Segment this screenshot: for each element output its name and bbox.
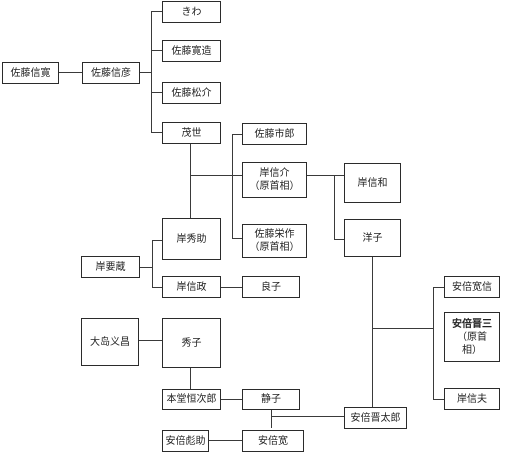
person-name: 静子 xyxy=(261,394,281,405)
person-name: 茂世 xyxy=(181,127,202,139)
connector-line xyxy=(139,72,151,73)
person-abe-hironobu: 安倍宽信 xyxy=(444,276,500,298)
person-sato-nobuhiro: 佐藤信寛 xyxy=(2,62,59,84)
connector-line xyxy=(190,143,191,175)
connector-line xyxy=(151,92,162,93)
connector-line xyxy=(433,287,434,399)
person-sato-nobuhiko: 佐藤信彦 xyxy=(82,62,140,84)
person-name: 佐藤信寛 xyxy=(10,67,51,79)
person-name: 佐藤寛造 xyxy=(171,45,212,57)
connector-line xyxy=(151,132,162,133)
connector-line xyxy=(334,239,346,240)
person-sato-hirozo: 佐藤寛造 xyxy=(162,40,221,62)
connector-line xyxy=(433,287,444,288)
person-name: 安倍宽 xyxy=(258,435,288,447)
person-name: 岸信介 xyxy=(259,168,290,179)
person-name: 安倍宽信 xyxy=(452,281,492,293)
connector-line xyxy=(152,240,153,287)
person-name: 岸信和 xyxy=(357,177,388,189)
person-sato-ichiro: 佐藤市郎 xyxy=(242,123,307,145)
person-abe-kan: 安倍宽 xyxy=(242,430,304,452)
person-note: （原首相） xyxy=(249,242,300,253)
person-name: 本堂恒次郎 xyxy=(166,394,217,405)
person-note: （原首相） xyxy=(249,181,300,192)
connector-line xyxy=(232,238,242,239)
connector-line xyxy=(151,11,152,132)
connector-line xyxy=(209,440,242,441)
person-note: （原首 xyxy=(457,331,487,343)
person-name: 安倍彪助 xyxy=(165,435,206,447)
connector-line xyxy=(221,399,242,400)
person-sato-matsusuke: 佐藤松介 xyxy=(162,82,221,104)
connector-line xyxy=(190,368,191,392)
person-name: 岸秀助 xyxy=(176,233,207,245)
person-name: 洋子 xyxy=(362,232,383,244)
connector-line xyxy=(139,340,162,341)
person-kishi-nobuo: 岸信夫 xyxy=(444,388,500,410)
person-name: 岸信政 xyxy=(176,281,207,293)
person-name: 佐藤松介 xyxy=(171,87,212,99)
connector-line xyxy=(433,399,444,400)
person-kishi-hidesuke: 岸秀助 xyxy=(162,218,221,260)
connector-line xyxy=(151,11,162,12)
person-name: 佐藤栄作 xyxy=(254,229,295,240)
person-kishi-nobukazu: 岸信和 xyxy=(344,163,401,203)
connector-line xyxy=(334,175,335,239)
person-yoko: 洋子 xyxy=(344,219,401,257)
connector-line xyxy=(306,175,344,176)
person-name: 安倍晋三 xyxy=(452,318,492,330)
connector-line xyxy=(372,328,433,329)
person-hideko: 秀子 xyxy=(162,318,221,368)
connector-line xyxy=(190,175,191,218)
connector-line xyxy=(221,287,242,288)
person-ryoko: 良子 xyxy=(242,276,300,298)
person-name: 良子 xyxy=(261,281,281,293)
person-name: 大岛义昌 xyxy=(90,336,130,348)
connector-line xyxy=(271,410,272,428)
person-abe-hikosuke: 安倍彪助 xyxy=(162,430,209,452)
person-name: 佐藤市郎 xyxy=(254,128,295,140)
person-name: 岸要蔵 xyxy=(95,261,126,273)
person-shizuko: 静子 xyxy=(242,389,300,410)
connector-line xyxy=(58,72,82,73)
connector-line xyxy=(372,254,373,408)
person-name: 岸信夫 xyxy=(457,393,487,405)
connector-line xyxy=(190,175,242,176)
connector-line xyxy=(151,50,162,51)
connector-line xyxy=(140,267,152,268)
connector-line xyxy=(232,134,242,135)
connector-line xyxy=(232,134,233,238)
person-kishi-nobusuke: 岸信介 （原首相） xyxy=(242,162,307,198)
person-note: 相） xyxy=(462,344,482,356)
person-moyo: 茂世 xyxy=(162,122,221,144)
person-hongo-tsunejiro: 本堂恒次郎 xyxy=(162,389,221,410)
person-abe-shinzo: 安倍晋三 （原首 相） xyxy=(444,312,500,362)
person-name: きわ xyxy=(181,6,202,18)
person-name: 佐藤信彦 xyxy=(91,67,131,79)
person-kiwa: きわ xyxy=(162,1,221,23)
connector-line xyxy=(271,416,344,417)
person-kishi-nobumasa: 岸信政 xyxy=(162,276,221,298)
person-name: 安倍晋太郎 xyxy=(350,412,401,424)
person-sato-eisaku: 佐藤栄作 （原首相） xyxy=(242,224,307,258)
person-kishi-kanazo: 岸要蔵 xyxy=(81,256,140,278)
connector-line xyxy=(152,240,162,241)
connector-line xyxy=(152,287,162,288)
person-oshima-yoshimasa: 大岛义昌 xyxy=(81,318,139,366)
person-name: 秀子 xyxy=(181,337,202,349)
person-abe-shintaro: 安倍晋太郎 xyxy=(344,407,407,429)
